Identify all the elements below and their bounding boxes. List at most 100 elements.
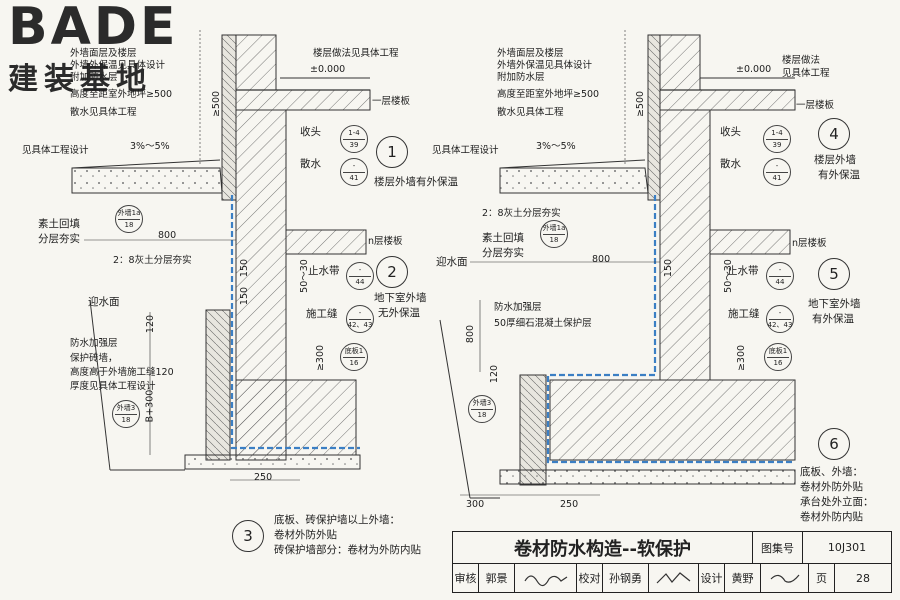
right-waterstop: 止水带: [727, 265, 759, 277]
callout-5-text-2: 有外保温: [812, 313, 854, 325]
left-ref-waterstop: -44: [346, 262, 374, 290]
right-n-floor: n层楼板: [792, 238, 827, 249]
left-protect-wall: 保护砖墙，: [70, 353, 118, 364]
logo: BADE 建装基地: [8, 0, 179, 98]
callout-2-text-2: 无外保温: [378, 307, 420, 319]
check-name: 孙钢勇: [603, 564, 649, 592]
callout-3-text-2: 卷材外防外贴: [274, 529, 337, 541]
left-lime-soil: 2：8灰土分层夯实: [113, 255, 192, 266]
left-apron-note: 散水见具体工程: [70, 107, 137, 118]
callout-1: 1: [376, 136, 408, 168]
right-dim-150: 150: [663, 258, 675, 278]
left-cap-label: 收头: [300, 126, 321, 138]
left-waterstop: 止水带: [308, 265, 340, 277]
right-first-floor: 一层楼板: [796, 100, 835, 111]
callout-5-text-1: 地下室外墙: [808, 298, 861, 310]
left-first-floor: 一层楼板: [372, 96, 411, 107]
left-ref-apron: -41: [340, 158, 368, 186]
right-detail: [439, 30, 796, 499]
left-elevation: ±0.000: [310, 64, 346, 75]
check-label: 校对: [577, 564, 603, 592]
design-name: 黄野: [725, 564, 761, 592]
right-see-project: 见具体工程设计: [432, 145, 499, 156]
left-protect-thick: 厚度见具体工程设计: [70, 381, 156, 392]
callout-3: 3: [232, 520, 264, 552]
right-protect-layer: 50厚细石混凝土保护层: [494, 318, 592, 329]
callout-5: 5: [818, 258, 850, 290]
callout-4: 4: [818, 118, 850, 150]
title-block: 卷材防水构造--软保护 图集号 10J301 审核 郭景 校对 孙钢勇 设计 黄…: [452, 531, 892, 593]
right-wall-finish-1: 外墙面层及楼层: [497, 48, 564, 59]
callout-6: 6: [818, 428, 850, 460]
left-n-floor: n层楼板: [368, 236, 403, 247]
right-height-above: 高度至距室外地坪≥500: [497, 89, 600, 100]
left-see-project: 见具体工程设计: [22, 145, 89, 156]
left-dim-120: 120: [145, 314, 157, 334]
right-backfill-1: 素土回填: [482, 232, 524, 244]
review-signature: [515, 564, 577, 592]
right-dim-500: ≥500: [635, 90, 647, 118]
right-dim-800: 800: [592, 254, 611, 265]
left-backfill-2: 分层夯实: [38, 233, 80, 245]
left-dim-b300: B+300: [144, 389, 156, 423]
left-dim-150b: 150: [239, 286, 251, 306]
left-dim-300: ≥300: [315, 344, 327, 372]
page-label: 页: [809, 564, 835, 592]
left-dim-800: 800: [158, 230, 177, 241]
left-construction-joint: 施工缝: [306, 308, 338, 320]
right-dim-300: ≥300: [736, 344, 748, 372]
right-construction-joint: 施工缝: [728, 308, 760, 320]
callout-3-text-1: 底板、砖保护墙以上外墙：: [274, 514, 400, 526]
left-apron-label: 散水: [300, 158, 321, 170]
atlas-label: 图集号: [753, 532, 803, 564]
right-apron-note: 散水见具体工程: [497, 107, 564, 118]
left-wall-finish-1: 外墙面层及楼层: [70, 48, 137, 59]
callout-6-text-3: 承台处外立面：: [800, 496, 874, 508]
callout-1-text: 楼层外墙有外保温: [374, 176, 458, 188]
right-dim-300b: 300: [466, 499, 485, 510]
right-wall-finish-2: 外墙外保温见具体设计: [497, 60, 593, 71]
left-wall-finish-3: 附加防水层: [70, 72, 118, 83]
callout-2: 2: [376, 256, 408, 288]
right-reinforce: 防水加强层: [494, 302, 542, 313]
right-apron-label: 散水: [720, 158, 741, 170]
left-height-above: 高度至距室外地坪≥500: [70, 89, 173, 100]
right-cap-label: 收头: [720, 126, 741, 138]
right-floor-finish-2: 见具体工程: [782, 68, 830, 79]
callout-6-text-1: 底板、外墙：: [800, 466, 863, 478]
callout-3-text-3: 砖保护墙部分：卷材为外防内贴: [274, 544, 421, 556]
logo-wordmark: BADE: [8, 0, 179, 57]
left-backfill-1: 素土回填: [38, 218, 80, 230]
left-facing-water: 迎水面: [88, 296, 120, 308]
design-signature: [761, 564, 809, 592]
left-protect-height: 高度高于外墙施工缝120: [70, 367, 174, 378]
review-name: 郭景: [479, 564, 515, 592]
callout-2-text-1: 地下室外墙: [374, 292, 427, 304]
right-elevation: ±0.000: [736, 64, 772, 75]
check-signature: [649, 564, 699, 592]
callout-4-text-1: 楼层外墙: [814, 154, 856, 166]
left-detail: [71, 30, 371, 481]
left-dim-250: 250: [254, 472, 273, 483]
right-slope: 3%～5%: [536, 141, 576, 152]
right-dim-120: 120: [489, 364, 501, 384]
left-dim-150a: 150: [239, 258, 251, 278]
right-facing-water: 迎水面: [436, 256, 468, 268]
left-ref-joint: -42、43: [346, 305, 374, 333]
right-dim-800b: 800: [465, 324, 477, 344]
left-reinforce: 防水加强层: [70, 338, 118, 349]
left-floor-finish: 楼层做法见具体工程: [313, 48, 399, 59]
page-number: 28: [856, 571, 870, 585]
design-label: 设计: [699, 564, 725, 592]
right-floor-finish-1: 楼层做法: [782, 55, 821, 66]
logo-subtitle: 建装基地: [8, 62, 152, 97]
review-label: 审核: [453, 564, 479, 592]
